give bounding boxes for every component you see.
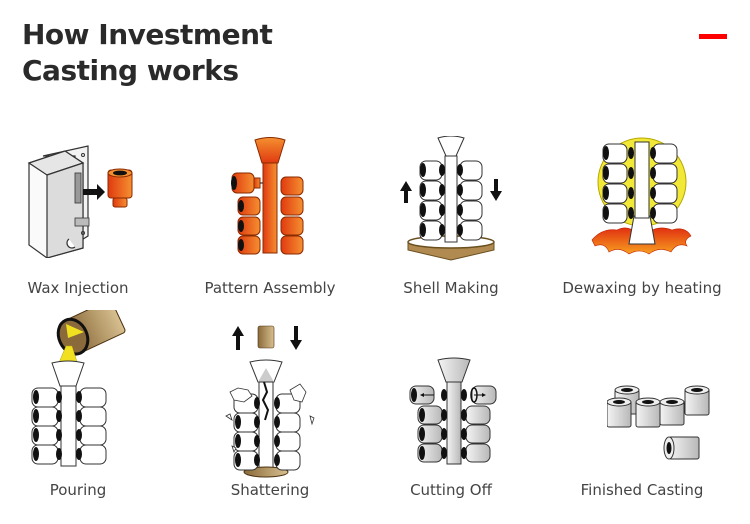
shell-making-dip-icon: [400, 136, 502, 261]
shattering-shell-icon: [225, 325, 315, 478]
pattern-assembly-tree-icon: [231, 137, 304, 255]
menu-accent-bar[interactable]: [699, 34, 727, 39]
pouring-metal-icon: [31, 310, 126, 467]
step-label: Pattern Assembly: [204, 279, 336, 297]
step-finished-casting: Finished Casting: [552, 310, 732, 510]
step-cutting-off: Cutting Off: [361, 310, 541, 510]
title-line-2: Casting works: [22, 54, 239, 87]
step-label: Dewaxing by heating: [562, 279, 722, 297]
step-label: Finished Casting: [580, 481, 704, 499]
step-shell-making: Shell Making: [361, 136, 541, 305]
step-label: Wax Injection: [27, 279, 129, 297]
title-line-1: How Investment: [22, 18, 273, 51]
up-arrow-icon: [232, 326, 244, 350]
step-wax-injection: Wax Injection: [0, 140, 168, 305]
step-label: Pouring: [49, 481, 107, 499]
step-label: Shattering: [230, 481, 310, 499]
page-title: How Investment Casting works: [22, 17, 273, 89]
wax-injection-mold-icon: [27, 145, 133, 258]
dewaxing-heat-icon: [591, 137, 692, 255]
step-label: Shell Making: [403, 279, 499, 297]
step-shattering: Shattering: [180, 310, 360, 510]
up-arrow-icon: [400, 181, 412, 203]
step-label: Cutting Off: [410, 481, 492, 499]
step-dewaxing: Dewaxing by heating: [552, 137, 732, 305]
step-pouring: Pouring: [0, 310, 168, 510]
finished-casting-icon: [607, 385, 710, 460]
step-pattern-assembly: Pattern Assembly: [180, 137, 360, 305]
down-arrow-icon: [290, 326, 302, 350]
cutting-off-icon: [409, 357, 497, 465]
down-arrow-icon: [490, 179, 502, 201]
